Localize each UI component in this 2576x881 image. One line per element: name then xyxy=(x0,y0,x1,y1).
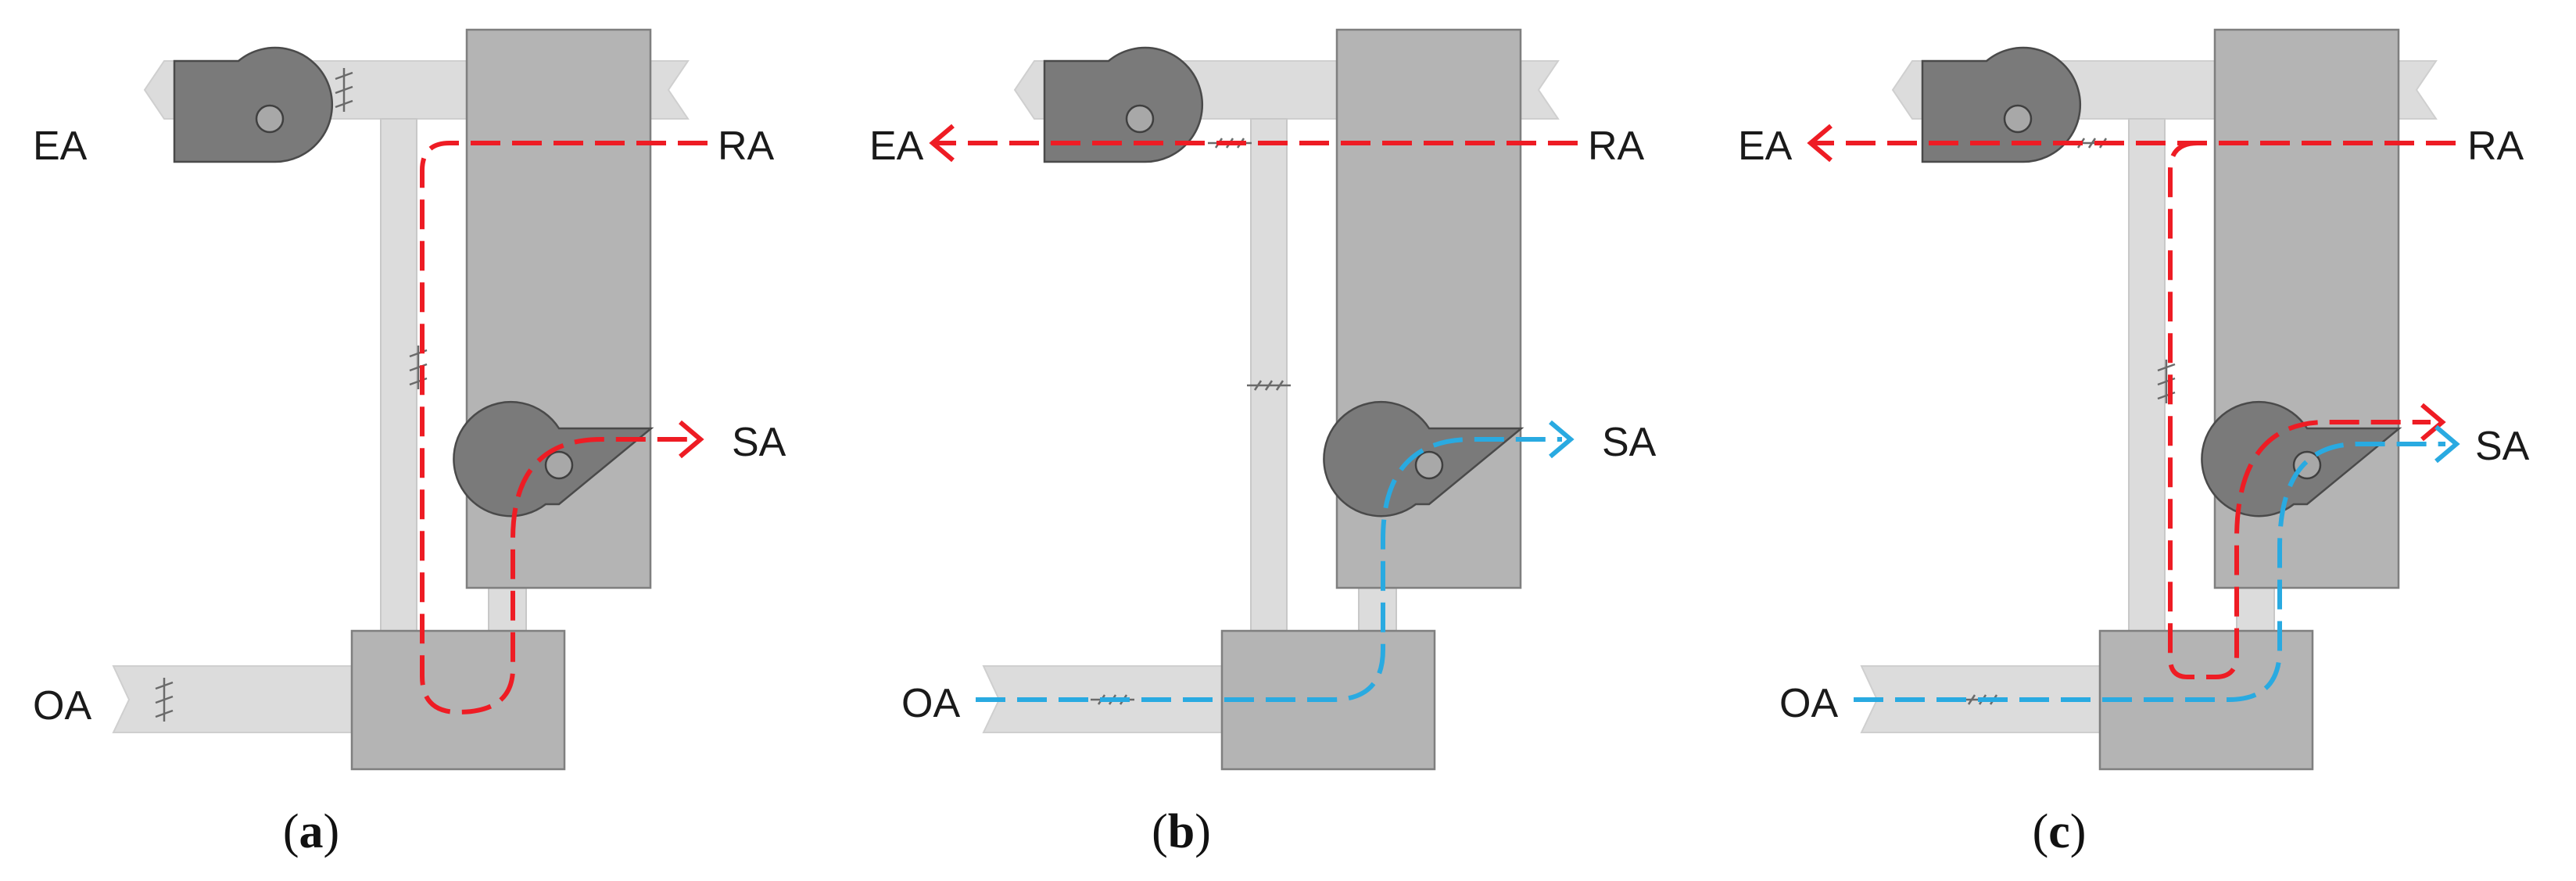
panel-caption-a: (a) xyxy=(283,805,339,858)
supply-arrowhead-icon xyxy=(2434,424,2460,464)
ahu-structure xyxy=(112,28,690,771)
label-supply-air: SA xyxy=(1602,420,1657,465)
label-exhaust-air: EA xyxy=(869,124,924,169)
panel-letter-c: c xyxy=(2048,805,2070,858)
panel-caption-c: (c) xyxy=(2033,805,2087,858)
outdoor-air-path xyxy=(1854,442,2445,702)
supply-arrowhead-icon xyxy=(1549,420,1575,459)
label-outdoor-air: OA xyxy=(901,681,960,726)
label-exhaust-air: EA xyxy=(33,124,88,169)
label-return-air: RA xyxy=(1588,124,1645,169)
panel-letter-a: a xyxy=(299,805,324,858)
recirculated-arrowhead-icon xyxy=(2420,403,2446,442)
recirculated-air-path xyxy=(2168,141,2431,679)
label-return-air: RA xyxy=(718,124,775,169)
label-outdoor-air: OA xyxy=(1779,681,1838,726)
ahu-structure xyxy=(982,28,1560,771)
panel-a: EA RA SA OA (a) xyxy=(33,28,786,858)
label-supply-air: SA xyxy=(2475,424,2530,469)
panel-letter-b: b xyxy=(1168,805,1195,858)
outdoor-air-path xyxy=(976,437,1562,702)
return-air-path xyxy=(420,141,708,714)
label-outdoor-air: OA xyxy=(33,683,91,729)
panel-caption-b: (b) xyxy=(1152,805,1211,858)
supply-arrowhead-icon xyxy=(679,420,704,459)
exhaust-arrowhead-icon xyxy=(929,124,955,163)
label-return-air: RA xyxy=(2467,124,2524,169)
label-supply-air: SA xyxy=(732,420,786,465)
ahu-structure xyxy=(1860,28,2438,771)
label-exhaust-air: EA xyxy=(1738,124,1793,169)
panel-b: EA RA SA OA (b) xyxy=(869,28,1657,858)
exhaust-arrowhead-icon xyxy=(1807,124,1833,163)
panel-c: EA RA SA OA (c) xyxy=(1738,28,2530,858)
